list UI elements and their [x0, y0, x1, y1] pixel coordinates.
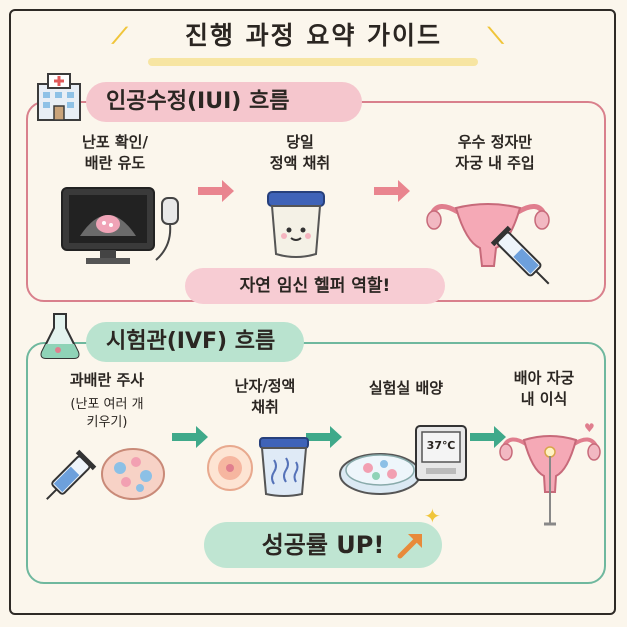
syringe-icon: [490, 225, 550, 285]
title-highlight: [148, 58, 478, 66]
flask-icon: [40, 313, 80, 359]
ivf-heading: 시험관(IVF) 흐름: [86, 322, 304, 362]
hospital-icon: [37, 73, 81, 121]
iui-step1-label: 난포 확인/배란 유도: [82, 133, 148, 172]
ivf-banner: 성공률 UP!: [204, 522, 442, 568]
sperm-cup-icon: [259, 437, 309, 497]
ivf-arrow-3-icon: [470, 426, 506, 448]
page-title: 진행 과정 요약 가이드: [184, 21, 443, 50]
ovary-follicles-icon: [101, 448, 165, 500]
incubator-temp: 37℃: [426, 439, 456, 452]
svg-text:♥: ♥: [584, 421, 595, 435]
injection-syringe-icon: [46, 449, 97, 500]
iui-banner: 자연 임신 헬퍼 역할!: [185, 268, 445, 304]
ivf-section: [26, 342, 606, 584]
sparkle-left-icon: ⟋: [112, 24, 128, 49]
iui-arrow-1-icon: [198, 180, 234, 202]
iui-arrow-2-icon: [374, 180, 410, 202]
petri-dish-icon: [339, 453, 421, 495]
ultrasound-monitor-icon: [61, 187, 179, 264]
incubator-icon: [415, 425, 467, 481]
ivf-arrow-2-icon: [306, 426, 342, 448]
ivf-step1-label: 과배란 주사: [69, 371, 145, 389]
outer-frame: [9, 9, 616, 615]
uterus-icon: [426, 203, 550, 267]
uterus-embryo-icon: ♥: [499, 421, 601, 526]
sparkle-right-icon: ⟍: [488, 24, 504, 49]
ivf-step3-label: 실험실 배양: [368, 379, 444, 397]
iui-heading: 인공수정(IUI) 흐름: [86, 82, 362, 122]
sample-cup-icon: [267, 191, 325, 258]
up-arrow-icon: [397, 534, 422, 559]
ivf-arrow-1-icon: [172, 426, 208, 448]
sparkle-icon: ✦: [424, 504, 441, 528]
egg-cell-icon: [207, 445, 253, 491]
